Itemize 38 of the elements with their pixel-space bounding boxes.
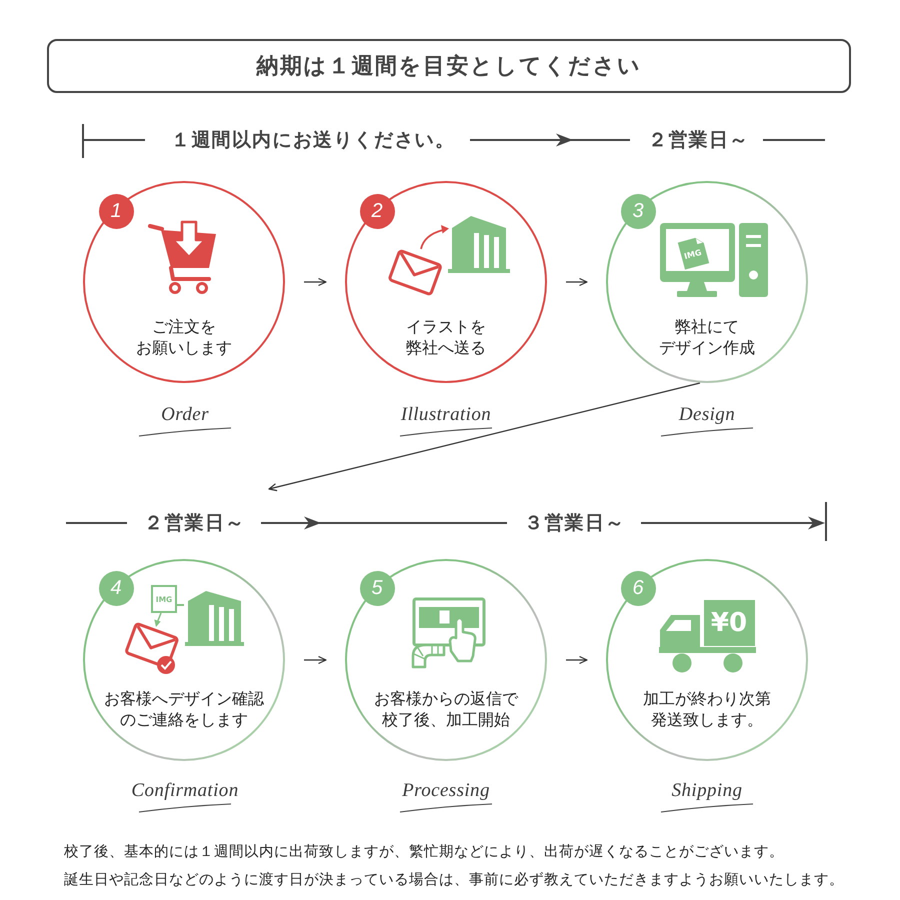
timeline-label: ３営業日～: [524, 511, 626, 535]
step-circle: [605, 558, 809, 762]
script-caption: Order: [161, 404, 209, 426]
arrow: [304, 656, 327, 664]
note-text: 校了後、基本的には１週間以内に出荷致しますが、繁忙期などにより、出荷が遅くなることがございます。: [64, 843, 784, 861]
number-badge: 6: [620, 570, 656, 606]
step-circle: [344, 180, 548, 384]
step-circle: [605, 180, 809, 384]
step-text: 加工が終わり次第発送致します。: [643, 688, 771, 730]
script-caption: Illustration: [400, 404, 492, 426]
icon-text: ¥0: [710, 606, 748, 640]
step-circle: [82, 558, 286, 762]
step-text: お客様からの返信で校了後、加工開始: [374, 688, 518, 730]
arrow: [566, 656, 588, 664]
step-text: イラストを弊社へ送る: [406, 316, 486, 358]
script-caption: Shipping: [672, 780, 742, 802]
step-circle: [82, 180, 286, 384]
heading-box: 納期は１週間を目安としてください: [47, 39, 851, 93]
script-caption: Design: [678, 404, 736, 426]
number-badge: 4: [98, 570, 134, 606]
arrow: [304, 278, 327, 286]
step-text: ご注文をお願いします: [136, 316, 232, 358]
number-badge: 5: [360, 570, 394, 606]
number-badge: 1: [98, 194, 134, 228]
step-circle: [344, 558, 548, 762]
note-text: 誕生日や記念日などのように渡す日が決まっている場合は、事前に必ず教えていただきますようお願いいたします。: [64, 871, 844, 889]
step-text: お客様へデザイン確認のご連絡をします: [104, 688, 264, 730]
step-text: 弊社にてデザイン作成: [659, 316, 755, 358]
script-caption: Processing: [402, 780, 490, 802]
number-badge: 3: [620, 194, 656, 228]
timeline-label: ２営業日～: [144, 511, 246, 535]
arrow: [268, 382, 700, 492]
timeline-label: ２営業日～: [648, 128, 750, 152]
icon-text: IMG: [683, 248, 703, 262]
number-badge: 2: [360, 194, 394, 228]
timeline-label: １週間以内にお送りください。: [171, 128, 456, 152]
script-caption: Confirmation: [131, 780, 239, 802]
arrow: [566, 278, 588, 286]
